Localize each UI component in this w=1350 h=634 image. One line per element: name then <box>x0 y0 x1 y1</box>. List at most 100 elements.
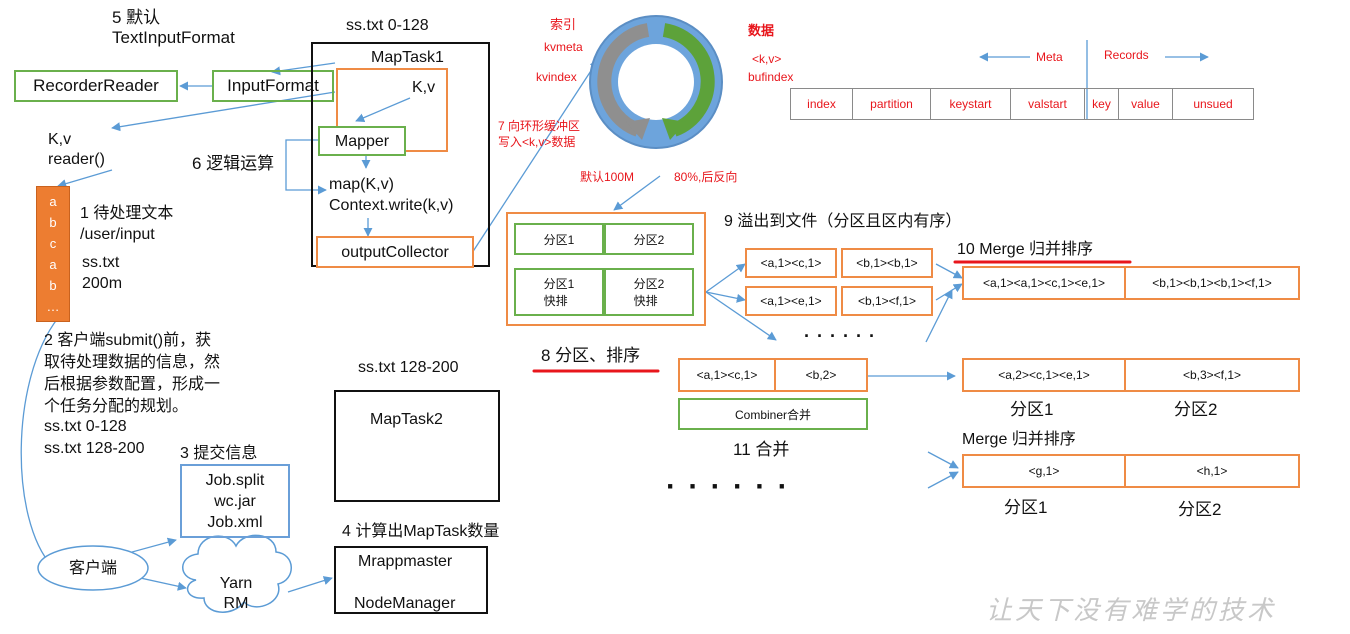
step8-label: 8 分区、排序 <box>541 346 641 365</box>
step5-label: 5 默认 TextInputFormat <box>112 8 235 47</box>
buffer-field-keystart: keystart <box>931 89 1011 119</box>
ring-kvindex: kvindex <box>536 70 577 84</box>
merge1-cell: <a,1><a,1><c,1><e,1> <box>962 266 1126 300</box>
buffer-field-key: key <box>1085 89 1119 119</box>
step6-label: 6 逻辑运算 <box>192 154 275 173</box>
partition1-sort-cell: 分区1 快排 <box>514 268 604 316</box>
merge2-cell: <b,3><f,1> <box>1126 358 1300 392</box>
recorder-reader-box: RecorderReader <box>14 70 178 102</box>
step11-label: 11 合并 <box>733 440 790 459</box>
combine-input-row: <a,1><c,1><b,2> <box>678 358 868 392</box>
merge2-cell: <a,2><c,1><e,1> <box>962 358 1126 392</box>
file-letter: b <box>49 215 57 230</box>
step4-label: 4 计算出MapTask数量 <box>342 523 500 540</box>
mapper-label: Mapper <box>334 132 390 150</box>
file-letter: b <box>49 278 57 293</box>
ring-reverse: 80%,后反向 <box>674 170 738 184</box>
client-ellipse <box>37 545 149 591</box>
split2-label: ss.txt 128-200 <box>358 359 459 376</box>
buffer-field-value: value <box>1119 89 1173 119</box>
merge3-partition2: 分区2 <box>1178 500 1222 519</box>
submit-files: Job.split wc.jar Job.xml <box>205 471 265 531</box>
buffer-field-valstart: valstart <box>1011 89 1085 119</box>
records-label: Records <box>1104 48 1149 62</box>
merge1-cell: <b,1><b,1><b,1><f,1> <box>1126 266 1300 300</box>
arrow-file-client <box>20 317 59 567</box>
maptask2-box <box>334 390 500 502</box>
split-list: ss.txt 0-128 ss.txt 128-200 <box>44 418 145 457</box>
map-code: map(K,v) Context.write(k,v) <box>329 176 454 214</box>
client-label: 客户端 <box>68 559 117 577</box>
input-format-box: InputFormat <box>212 70 334 102</box>
buffer-field-unsued: unsued <box>1193 97 1233 111</box>
buffer-field-index: index <box>791 89 853 119</box>
file-letter: a <box>49 257 57 272</box>
arrow-ring-partition <box>613 175 661 211</box>
step1-label: 1 待处理文本 /user/input <box>80 205 174 243</box>
file-letter: c <box>49 236 57 251</box>
merge3-cell: <h,1> <box>1126 454 1300 488</box>
file-info: ss.txt 200m <box>82 254 123 292</box>
partition-sort-box <box>506 212 706 326</box>
arrow-collector-ring <box>471 59 599 254</box>
map-ellipsis: · · · · · · <box>666 470 790 503</box>
spill-cell: <a,1><e,1> <box>745 286 837 316</box>
ring-kvmeta: kvmeta <box>544 40 583 54</box>
ring-bufindex: bufindex <box>748 70 794 84</box>
merge-title: Merge 归并排序 <box>962 431 1076 448</box>
merge3-cell: <g,1> <box>962 454 1126 488</box>
arrow-kv-reader <box>111 91 336 132</box>
spill-ellipsis: · · · · · · <box>804 326 876 346</box>
file-letter: … <box>46 299 60 314</box>
yarn-cloud <box>182 534 292 613</box>
meta-label: Meta <box>1036 50 1063 64</box>
combiner-box: Combiner合并 <box>678 398 868 430</box>
merge3-row: <g,1><h,1> <box>962 454 1300 488</box>
spill-row: <a,1><c,1><b,1><b,1> <box>745 248 933 278</box>
ring-index-label: 索引 <box>550 17 577 32</box>
merge2-row: <a,2><c,1><e,1><b,3><f,1> <box>962 358 1300 392</box>
yarn-label: Yarn RM <box>219 575 253 612</box>
spill-cell: <b,1><b,1> <box>841 248 933 278</box>
output-collector-box: outputCollector <box>316 236 474 268</box>
output-collector-label: outputCollector <box>341 243 449 261</box>
buffer-field-partition: partition <box>853 89 931 119</box>
maptask2-label: MapTask2 <box>370 411 443 428</box>
step10-label: 10 Merge 归并排序 <box>957 241 1094 258</box>
step9-label: 9 溢出到文件（分区且区内有序） <box>724 213 962 230</box>
split1-label: ss.txt 0-128 <box>346 17 429 34</box>
step2-label: 2 客户端submit()前，获 取待处理数据的信息，然 后根据参数配置，形成一… <box>44 332 221 415</box>
submit-files-box: Job.split wc.jar Job.xml <box>180 464 290 538</box>
mrappmaster-label: Mrappmaster <box>358 553 453 570</box>
recorder-reader-label: RecorderReader <box>33 76 159 95</box>
input-format-label: InputFormat <box>227 76 319 95</box>
partition2-cell: 分区2 <box>604 223 694 255</box>
merge2-partition2: 分区2 <box>1174 400 1218 419</box>
appmaster-box <box>334 546 488 614</box>
ring-default-size: 默认100M <box>580 170 635 184</box>
kv-reader-text: K,v reader() <box>48 131 105 168</box>
arrow-mapper-map <box>285 139 327 195</box>
arrow-kv-mapper <box>355 97 411 122</box>
ring-kv: <k,v> <box>752 52 782 66</box>
file-letter: a <box>49 194 57 209</box>
spill-cell: <a,1><c,1> <box>745 248 837 278</box>
merge3-partition1: 分区1 <box>1004 498 1048 517</box>
ring-buffer <box>589 15 723 149</box>
combine-input-cell: <a,1><c,1> <box>678 358 776 392</box>
arrow-reader-file <box>57 169 113 189</box>
partition2-sort-cell: 分区2 快排 <box>604 268 694 316</box>
kv-in-label: K,v <box>412 79 436 96</box>
nodemanager-label: NodeManager <box>354 595 456 612</box>
ring-data-label: 数据 <box>748 23 775 38</box>
mapper-box: Mapper <box>318 126 406 156</box>
step3-label: 3 提交信息 <box>180 445 258 462</box>
spill-row: <a,1><e,1><b,1><f,1> <box>745 286 933 316</box>
maptask1-label: MapTask1 <box>371 49 444 66</box>
combine-input-cell: <b,2> <box>776 358 868 392</box>
step7-label: 7 向环形缓冲区 写入<k,v>数据 <box>498 119 581 149</box>
watermark: 让天下没有难学的技术 <box>986 596 1277 626</box>
